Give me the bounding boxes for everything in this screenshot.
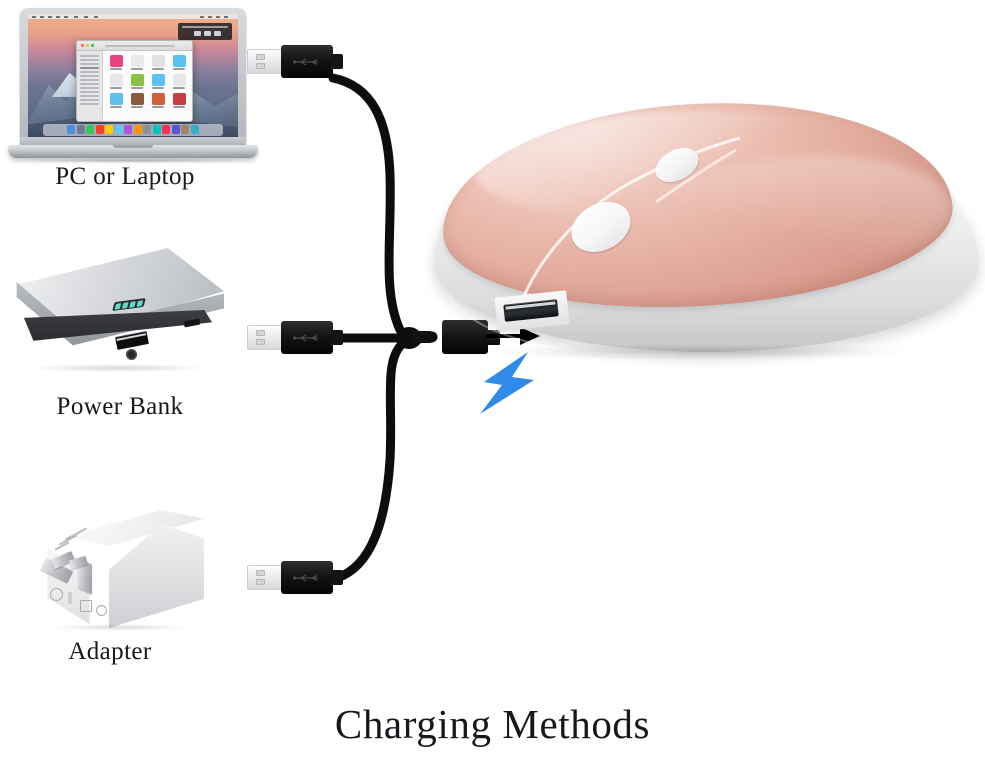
power-bank-illustration [8, 248, 238, 383]
wireless-mouse-illustration [418, 89, 985, 364]
usb-a-metal-tip [247, 565, 283, 590]
adapter-shadow [50, 624, 190, 631]
finder-item[interactable] [128, 55, 147, 70]
mouse-shadow [488, 344, 918, 360]
finder-toolbar-icons [105, 44, 175, 47]
finder-item[interactable] [128, 93, 147, 108]
usb-a-metal-tip [247, 49, 283, 74]
pc-or-laptop-illustration [8, 8, 260, 168]
power-bank-usb-port [115, 331, 149, 350]
usb-a-housing [281, 45, 333, 78]
usb-a-housing [281, 561, 333, 594]
finder-item[interactable] [128, 74, 147, 89]
micro-usb-strain-relief [412, 331, 432, 343]
laptop-screen [28, 14, 238, 137]
finder-item[interactable] [149, 74, 168, 89]
finder-item[interactable] [170, 55, 189, 70]
finder-item[interactable] [170, 74, 189, 89]
adapter-cert-circle-2 [96, 605, 107, 616]
laptop-base-notch [113, 145, 153, 148]
macos-dock[interactable] [42, 123, 224, 136]
usb-a-metal-tip [247, 325, 283, 350]
finder-item[interactable] [106, 74, 125, 89]
cable-branch-adapter [332, 339, 407, 583]
desktop-widget [178, 23, 232, 40]
led-1 [114, 302, 122, 310]
power-bank-power-button[interactable] [125, 348, 138, 361]
usb-a-strain-relief [331, 54, 343, 69]
micro-usb-housing [442, 320, 488, 354]
finder-titlebar [77, 41, 192, 51]
laptop-shadow [18, 158, 248, 163]
macos-menubar [28, 14, 238, 19]
label-power-bank: Power Bank [56, 393, 184, 420]
charging-bolt-icon [480, 352, 534, 414]
power-bank-shadow [28, 364, 208, 372]
led-2 [121, 301, 129, 309]
label-adapter: Adapter [68, 638, 152, 665]
finder-item[interactable] [170, 93, 189, 108]
finder-item[interactable] [106, 55, 125, 70]
usb-trident-icon [293, 58, 318, 66]
laptop-chin [20, 137, 246, 146]
usb-trident-icon [293, 334, 318, 342]
usb-a-housing [281, 321, 333, 354]
page-title: Charging Methods [334, 701, 651, 747]
label-pc-or-laptop: PC or Laptop [55, 163, 195, 190]
usb-a-strain-relief [331, 330, 343, 345]
finder-icon-grid[interactable] [103, 51, 192, 121]
finder-window[interactable] [76, 40, 193, 122]
laptop-base [8, 145, 258, 158]
finder-sidebar[interactable] [77, 51, 104, 121]
adapter-cert-square [80, 600, 92, 612]
finder-item[interactable] [149, 93, 168, 108]
adapter-illustration [20, 510, 220, 635]
usb-a-strain-relief [331, 570, 343, 585]
adapter-cert-circle [50, 588, 63, 601]
finder-item[interactable] [106, 93, 125, 108]
led-4 [136, 299, 144, 307]
cable-branch-pc [328, 73, 405, 335]
finder-item[interactable] [149, 55, 168, 70]
usb-trident-icon [293, 574, 318, 582]
adapter-slot-mark [68, 592, 72, 604]
led-3 [129, 300, 137, 308]
insert-arrow-icon [486, 327, 540, 345]
